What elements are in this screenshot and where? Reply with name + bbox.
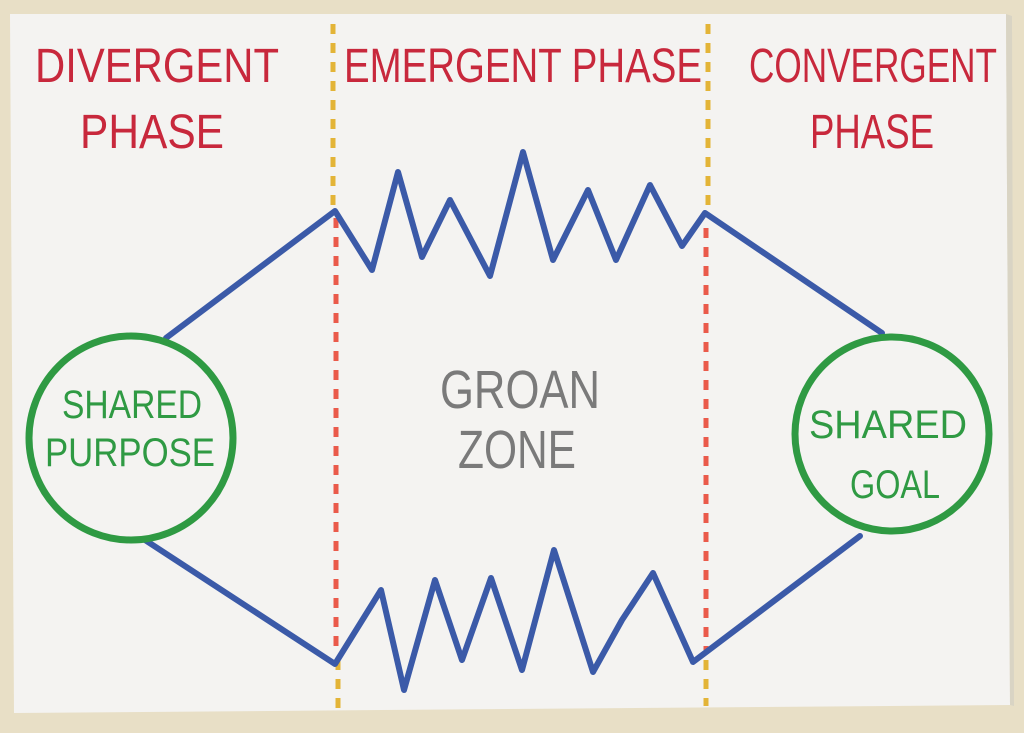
shared-purpose-line1: SHARED [62,383,202,427]
shared-goal-circle [791,333,993,535]
convergent-title-line1: CONVERGENT [749,40,997,93]
groan-zone-line1: GROAN [440,360,600,420]
paper-shadow [1006,14,1014,706]
shared-purpose-circle [25,332,237,544]
groan-zone-label: GROAN ZONE [440,360,600,480]
circle-labels: SHARED PURPOSE SHARED GOAL [45,383,967,507]
bottom-path [142,533,863,693]
shared-goal-line2: GOAL [850,463,940,507]
divider-right [703,24,711,706]
groan-zone-line2: ZONE [458,420,576,480]
phase-titles: DIVERGENT PHASE EMERGENT PHASE CONVERGEN… [35,40,997,159]
shared-goal-line1: SHARED [809,403,967,447]
divergent-title-line1: DIVERGENT [35,40,279,93]
paper-sheet [10,14,1010,713]
divergent-title-line2: PHASE [80,106,224,159]
divider-left [330,24,341,712]
shared-purpose-line2: PURPOSE [45,431,215,475]
emergent-title: EMERGENT PHASE [344,40,702,93]
top-path [163,149,885,341]
convergent-title-line2: PHASE [810,106,934,159]
